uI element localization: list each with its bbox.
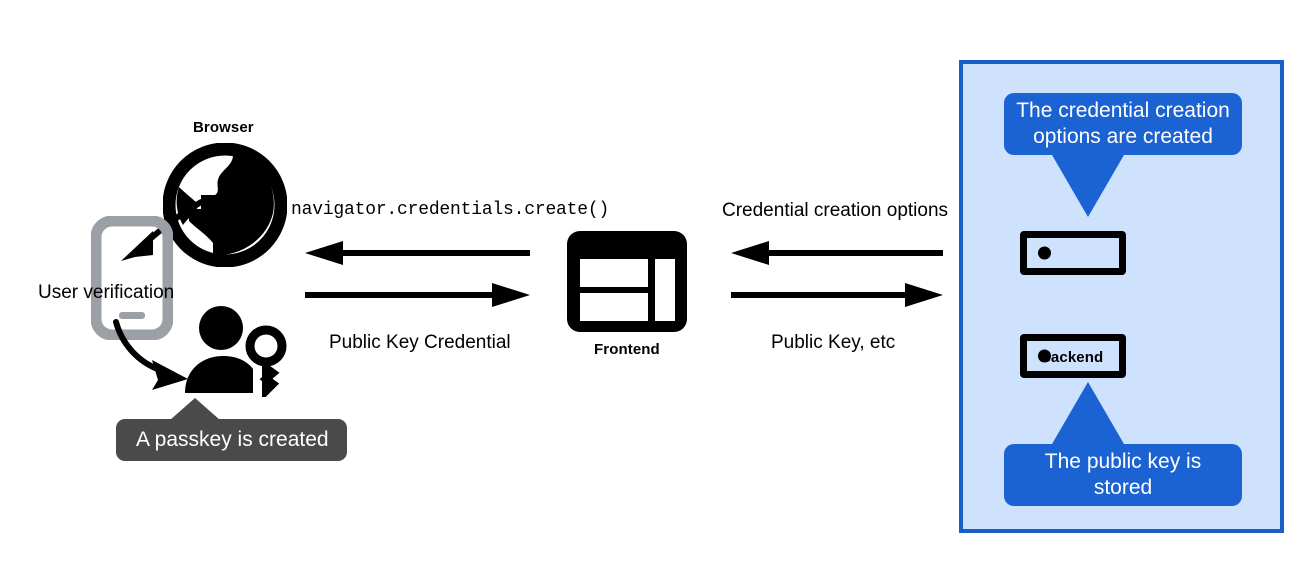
server-led-icon (1038, 246, 1051, 260)
arrow-frontend-to-backend (731, 283, 943, 307)
user-with-key-icon (185, 306, 287, 397)
frontend-label: Frontend (594, 341, 660, 358)
public-key-credential-label: Public Key Credential (329, 332, 511, 353)
arrow-browser-to-frontend (305, 283, 530, 307)
arrow-backend-to-frontend (731, 241, 943, 265)
arrow-browser-to-phone-icon (121, 196, 210, 261)
navigator-create-call-label: navigator.credentials.create() (291, 200, 610, 220)
backend-callout-bottom: The public key is stored (1004, 444, 1242, 506)
public-key-etc-label: Public Key, etc (771, 332, 896, 353)
server-rack-bottom-icon (1020, 334, 1126, 378)
backend-callout-bottom-pointer (1052, 382, 1124, 444)
arrow-phone-to-user-icon (113, 319, 188, 390)
passkey-tooltip: A passkey is created (116, 419, 347, 461)
browser-label: Browser (193, 119, 254, 136)
backend-label: Backend (1040, 349, 1104, 366)
credential-creation-options-label: Credential creation options (722, 200, 949, 221)
globe-icon (163, 143, 287, 267)
backend-callout-top-pointer (1052, 155, 1124, 217)
backend-callout-top: The credential creation options are crea… (1004, 93, 1242, 155)
passkey-tooltip-pointer (170, 398, 220, 420)
arrow-frontend-to-browser (305, 241, 530, 265)
mobile-phone-icon (91, 216, 173, 340)
browser-window-layout-icon (567, 231, 687, 332)
server-rack-top-icon (1020, 231, 1126, 275)
user-verification-label: User verification (38, 282, 175, 303)
server-led-icon (1038, 349, 1051, 363)
backend-panel: The credential creation options are crea… (959, 60, 1284, 533)
